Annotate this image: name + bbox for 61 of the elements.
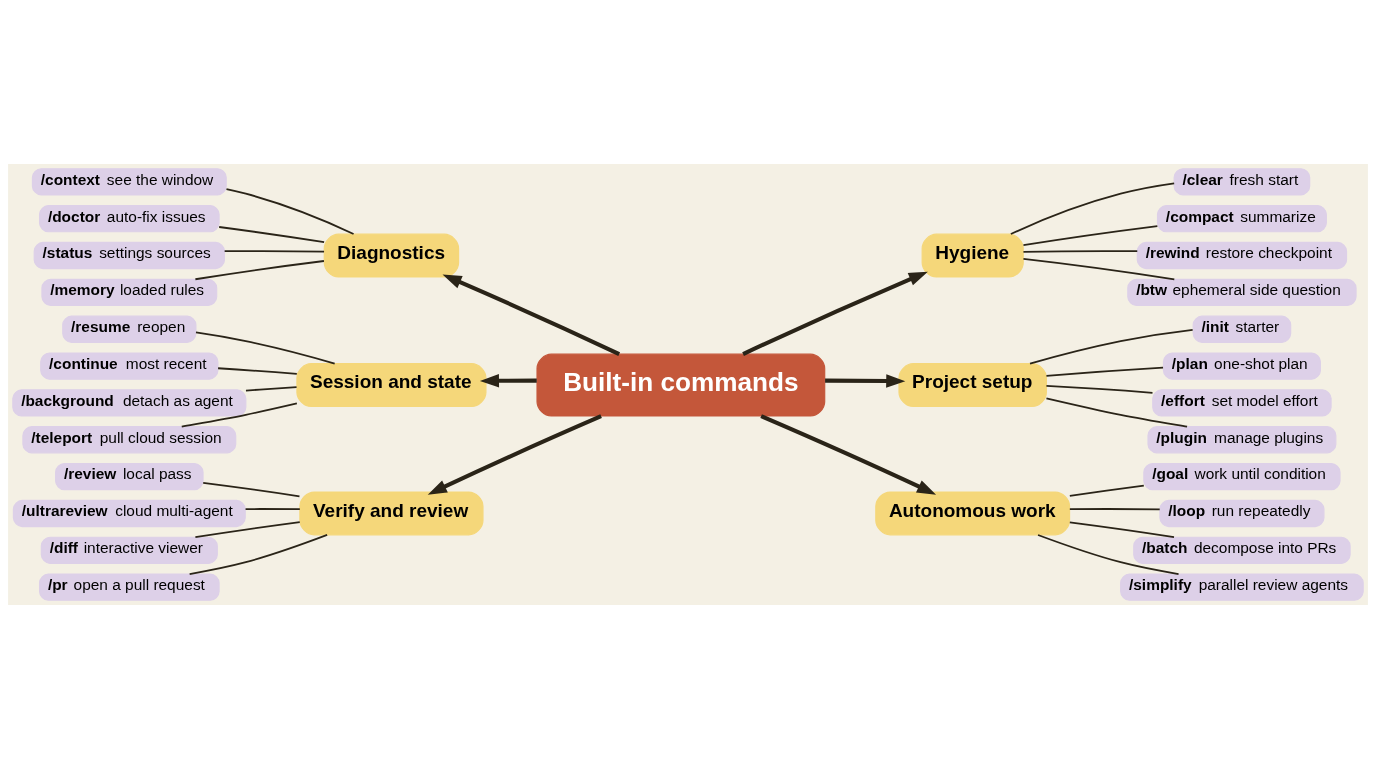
node-box: Built-in commands <box>536 353 826 417</box>
connector <box>1045 384 1154 394</box>
node-box: /memory loaded rules <box>41 278 218 306</box>
node-box: /clear fresh start <box>1173 167 1311 195</box>
connector <box>1029 328 1194 365</box>
node-box: Project setup <box>898 362 1047 407</box>
connector <box>223 249 325 252</box>
node-box: Verify and review <box>299 491 484 535</box>
connector <box>218 225 325 243</box>
connector <box>1022 257 1176 280</box>
connector <box>1022 249 1139 253</box>
connector <box>1009 181 1176 235</box>
connector <box>1068 521 1175 538</box>
connector <box>1037 533 1180 575</box>
node-box: /compact summarize <box>1156 204 1327 232</box>
node-box: /effort set model effort <box>1152 388 1332 417</box>
connector <box>194 259 325 280</box>
connector <box>1045 366 1164 377</box>
connector <box>245 385 298 391</box>
node-box: Hygiene <box>921 233 1024 277</box>
connector <box>217 366 298 375</box>
node-box: Autonomous work <box>875 491 1071 535</box>
node-box: /init starter <box>1192 315 1292 343</box>
connector <box>202 481 301 497</box>
connector <box>194 520 301 538</box>
arrow <box>479 373 537 387</box>
node-box: /teleport pull cloud session <box>22 425 237 453</box>
connector <box>225 187 355 235</box>
node-box: Diagnostics <box>323 233 460 277</box>
connector <box>1068 484 1145 497</box>
arrow <box>825 373 906 388</box>
node-box: /review local pass <box>55 462 204 490</box>
arrow <box>427 413 602 495</box>
node-box: /rewind restore checkpoint <box>1136 241 1348 269</box>
node-box: /resume reopen <box>62 315 197 343</box>
node-box: /loop run repeatedly <box>1159 499 1325 527</box>
connector <box>195 331 336 364</box>
connector <box>188 533 329 575</box>
node-box: /diff interactive viewer <box>40 536 218 564</box>
node-box: /background detach as agent <box>12 388 247 417</box>
node-box: /pr open a pull request <box>39 573 220 601</box>
node-box: /doctor auto-fix issues <box>39 204 220 232</box>
node-box: /context see the window <box>31 167 227 195</box>
arrow <box>442 274 621 356</box>
node-box: /batch decompose into PRs <box>1133 536 1351 564</box>
connector <box>244 507 301 510</box>
connector <box>1068 507 1161 510</box>
node-box: /status settings sources <box>33 241 225 269</box>
node-box: /plan one-shot plan <box>1162 351 1321 380</box>
node-box: /goal work until condition <box>1143 462 1341 490</box>
connector <box>1022 224 1159 246</box>
node-box: /btw ephemeral side question <box>1127 278 1357 306</box>
node-box: /plugin manage plugins <box>1147 425 1337 453</box>
node-box: /ultrareview cloud multi-agent <box>12 499 246 527</box>
node-box: /continue most recent <box>40 351 219 380</box>
node-box: Session and state <box>296 362 487 407</box>
arrow <box>760 413 937 495</box>
node-box: /simplify parallel review agents <box>1120 573 1364 601</box>
connector <box>180 402 298 428</box>
connector <box>1045 396 1188 428</box>
arrow <box>742 271 928 356</box>
